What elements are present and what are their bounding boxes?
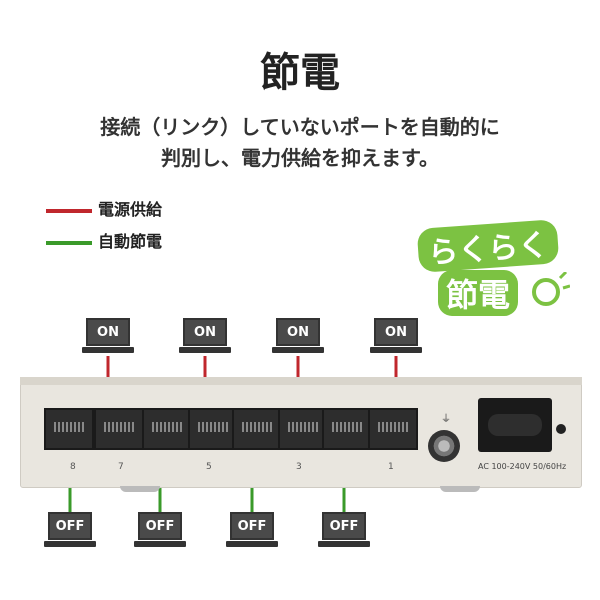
ac-power-inlet xyxy=(478,398,552,452)
lightbulb-icon xyxy=(532,272,570,306)
page-title: 節電 xyxy=(260,50,340,96)
port-6 xyxy=(142,408,192,450)
port-4 xyxy=(232,408,282,450)
ground-icon: ⏚ xyxy=(441,414,451,425)
port-number-1: 1 xyxy=(388,462,394,472)
port-8 xyxy=(44,408,94,450)
port-1 xyxy=(368,408,418,450)
device-foot-left xyxy=(120,486,160,492)
device-foot-right xyxy=(440,486,480,492)
description: 接続（リンク）していないポートを自動的に 判別し、電力供給を抑えます。 xyxy=(0,112,600,174)
ac-label: AC 100-240V 50/60Hz xyxy=(478,462,567,471)
port-5 xyxy=(188,408,238,450)
power-led xyxy=(556,424,566,434)
laptop-off-4: OFF xyxy=(318,512,370,550)
port-number-8: 8 xyxy=(70,462,76,472)
legend-auto-saving-label: 自動節電 xyxy=(98,232,163,251)
legend-red-swatch xyxy=(46,208,92,213)
legend-power-supply-label: 電源供給 xyxy=(98,200,163,219)
laptop-on-3: ON xyxy=(272,318,324,356)
laptop-off-1: OFF xyxy=(44,512,96,550)
legend-power-supply: 電源供給 xyxy=(46,196,162,220)
ground-terminal xyxy=(428,430,460,462)
port-number-5: 5 xyxy=(206,462,212,472)
rakuraku-badge: らくらく 節電 xyxy=(412,218,572,328)
port-7 xyxy=(94,408,144,450)
badge-line-2: 節電 xyxy=(438,270,519,316)
port-3 xyxy=(278,408,328,450)
laptop-off-3: OFF xyxy=(226,512,278,550)
port-number-7: 7 xyxy=(118,462,124,472)
legend-auto-saving: 自動節電 xyxy=(46,228,162,252)
port-2 xyxy=(322,408,372,450)
port-number-3: 3 xyxy=(296,462,302,472)
description-line-2: 判別し、電力供給を抑えます。 xyxy=(161,146,439,170)
laptop-on-2: ON xyxy=(179,318,231,356)
laptop-off-2: OFF xyxy=(134,512,186,550)
laptop-on-1: ON xyxy=(82,318,134,356)
laptop-on-4: ON xyxy=(370,318,422,356)
description-line-1: 接続（リンク）していないポートを自動的に xyxy=(100,115,500,139)
legend-green-swatch xyxy=(46,240,92,245)
